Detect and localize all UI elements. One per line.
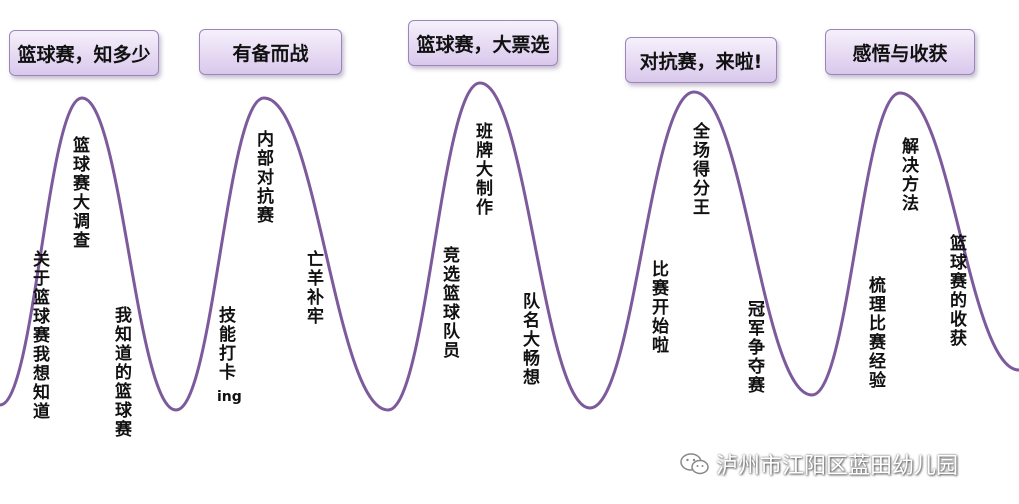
stage-3-peak-text: 班牌大制作 — [472, 122, 492, 217]
stage-2-title: 有备而战 — [199, 29, 342, 75]
stage-4-left-text: 比赛开始啦 — [648, 260, 668, 355]
stage-4-peak-text: 全场得分王 — [689, 122, 709, 217]
stage-3-right-text: 队名大畅想 — [519, 292, 539, 387]
stage-4-right-text: 冠军争夺赛 — [744, 300, 764, 395]
stage-2-right-text: 亡羊补牢 — [303, 250, 323, 326]
stage-5-title: 感悟与收获 — [825, 29, 975, 75]
footer-watermark: 泸州市江阳区蓝田幼儿园 — [680, 448, 958, 480]
wechat-icon — [680, 453, 709, 475]
footer-text: 泸州市江阳区蓝田幼儿园 — [716, 454, 959, 479]
stage-1-title: 篮球赛，知多少 — [9, 30, 159, 76]
stage-5-right-text: 篮球赛的收获 — [946, 234, 966, 348]
stage-2-left-text: 技能打卡 — [215, 306, 235, 382]
stage-5-left-text: 梳理比赛经验 — [865, 276, 885, 390]
stage-4-title: 对抗赛，来啦! — [625, 37, 777, 83]
stage-1-right-text: 我知道的篮球赛 — [111, 306, 131, 439]
stage-2-left-suffix: ing — [217, 389, 242, 405]
stage-2-peak-text: 内部对抗赛 — [253, 130, 273, 225]
stage-3-title: 篮球赛，大票选 — [408, 20, 558, 66]
stage-3-left-text: 竞选篮球队员 — [439, 246, 459, 360]
stage-5-peak-text: 解决方法 — [898, 137, 918, 213]
stage-1-left-text: 关于篮球赛我想知道 — [29, 250, 49, 421]
stage-1-peak-text: 篮球赛大调查 — [69, 136, 89, 250]
